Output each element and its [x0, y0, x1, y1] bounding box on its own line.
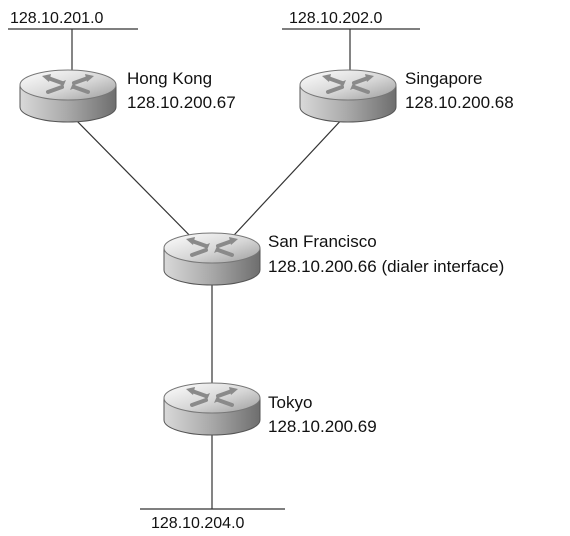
- router-icon: [18, 68, 118, 124]
- router-tokyo-name: Tokyo: [268, 393, 312, 412]
- sg-lan-label: 128.10.202.0: [289, 10, 383, 27]
- hk-lan-label: 128.10.201.0: [10, 10, 104, 27]
- router-tokyo-ip: 128.10.200.69: [268, 417, 377, 436]
- tokyo-lan-segment: 128.10.204.0: [140, 425, 285, 532]
- link-hk-sf: [71, 115, 203, 249]
- router-san-francisco-ip: 128.10.200.66 (dialer interface): [268, 257, 504, 276]
- router-hong-kong-ip: 128.10.200.67: [127, 93, 236, 112]
- router-icon: [298, 68, 398, 124]
- link-sg-sf: [221, 115, 346, 249]
- router-tokyo: Tokyo 128.10.200.69: [162, 381, 377, 437]
- router-hong-kong: Hong Kong 128.10.200.67: [18, 68, 236, 124]
- router-icon: [162, 381, 262, 437]
- router-hong-kong-name: Hong Kong: [127, 69, 212, 88]
- router-icon: [162, 231, 262, 287]
- router-san-francisco-name: San Francisco: [268, 232, 377, 251]
- hk-lan-segment: 128.10.201.0: [8, 10, 138, 84]
- router-san-francisco: San Francisco 128.10.200.66 (dialer inte…: [162, 231, 504, 287]
- router-singapore: Singapore 128.10.200.68: [298, 68, 514, 124]
- links: [71, 115, 346, 398]
- router-singapore-name: Singapore: [405, 69, 483, 88]
- tokyo-lan-label: 128.10.204.0: [151, 515, 245, 532]
- router-singapore-ip: 128.10.200.68: [405, 93, 514, 112]
